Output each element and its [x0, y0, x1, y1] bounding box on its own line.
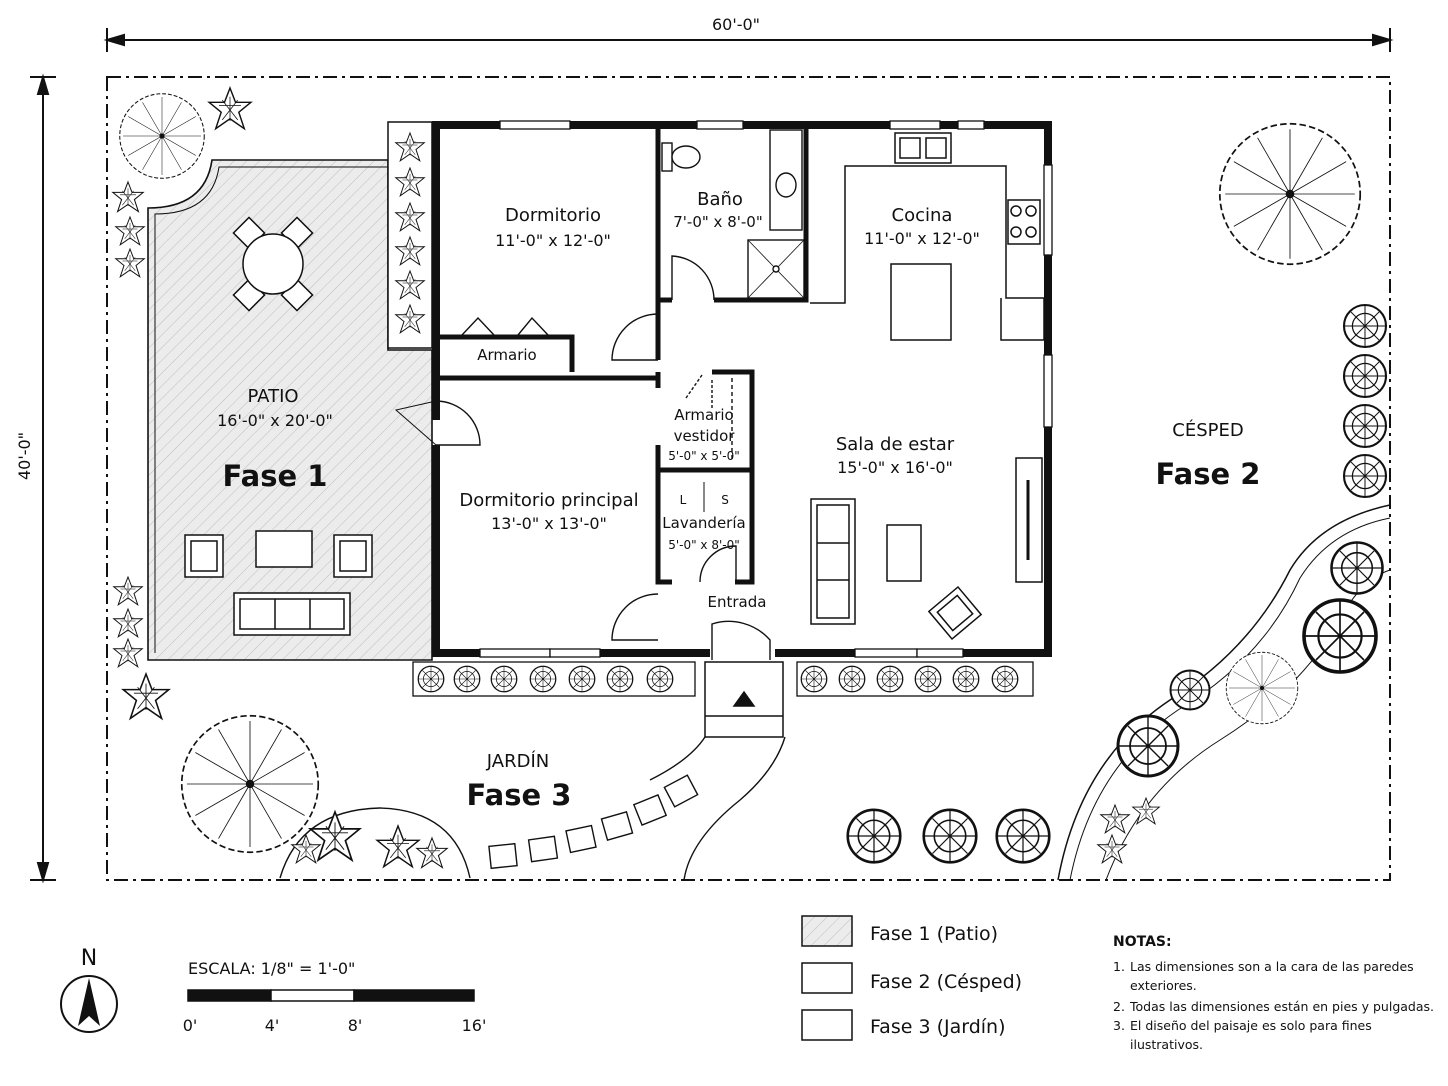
windows	[479, 120, 1053, 658]
legend: Fase 1 (Patio) Fase 2 (Césped) Fase 3 (J…	[801, 915, 1022, 1041]
room-size-dormitorio-principal: 13'-0" x 13'-0"	[491, 514, 607, 533]
room-size-armario-vestidor: 5'-0" x 5'-0"	[668, 449, 740, 463]
legend-label-fase1: Fase 1 (Patio)	[870, 923, 998, 945]
overall-height-dimension	[30, 73, 56, 884]
laundry-washer-letter: L	[680, 493, 687, 507]
stepping-stones	[488, 774, 699, 870]
lawn-curve-outer	[1057, 504, 1391, 881]
scale-tick-16: 16'	[462, 1016, 487, 1035]
scale-tick-4: 4'	[265, 1016, 280, 1035]
door-swings	[394, 255, 771, 660]
area-name-jardin: JARDÍN	[486, 750, 549, 772]
interior-walls	[436, 125, 809, 585]
legend-label-fase2: Fase 2 (Césped)	[870, 971, 1022, 993]
notes-title: NOTAS:	[1113, 934, 1172, 950]
garden-path-edge	[683, 736, 786, 881]
room-name-armario-vestidor-1: Armario	[674, 406, 733, 424]
legend-swatch-fase2	[801, 962, 853, 994]
patio-lounge-set	[184, 530, 373, 636]
note-1-line2: exteriores.	[1130, 978, 1197, 993]
patio-inner-edge	[154, 166, 388, 653]
overall-height-label: 40'-0"	[15, 432, 34, 480]
patio-dining-table	[232, 216, 314, 312]
area-phase-patio: Fase 1	[223, 459, 328, 493]
overall-width-dimension	[103, 28, 1394, 52]
room-size-lavanderia: 5'-0" x 8'-0"	[668, 538, 740, 552]
tree-top-left	[119, 93, 205, 179]
area-name-cesped: CÉSPED	[1172, 419, 1243, 441]
scale-tick-8: 8'	[348, 1016, 363, 1035]
scale-bar	[187, 989, 475, 1002]
entry-stoop	[704, 661, 784, 738]
legend-swatch-fase3	[801, 1009, 853, 1041]
laundry-dryer-letter: S	[721, 493, 729, 507]
legend-swatch-fase1	[801, 915, 853, 947]
front-planter-right	[796, 661, 1034, 697]
room-name-cocina: Cocina	[892, 205, 953, 226]
kitchen-counter	[810, 132, 1045, 341]
room-size-bano: 7'-0" x 8'-0"	[673, 213, 762, 231]
room-name-lavanderia: Lavandería	[662, 514, 745, 532]
north-label: N	[81, 946, 97, 971]
room-name-entrada: Entrada	[708, 593, 767, 611]
scale-label: ESCALA: 1/8" = 1'-0"	[188, 959, 355, 978]
area-phase-jardin: Fase 3	[467, 778, 572, 812]
room-name-dormitorio: Dormitorio	[505, 205, 601, 226]
shrubs-right	[846, 303, 1388, 864]
area-phase-cesped: Fase 2	[1156, 457, 1261, 491]
note-1-number: 1.	[1113, 959, 1125, 974]
living-room-furniture	[810, 457, 1043, 641]
tree-right-curve	[1225, 651, 1299, 725]
note-2-number: 2.	[1113, 999, 1125, 1014]
tree-bottom-left	[180, 714, 320, 854]
property-line	[106, 76, 1391, 881]
note-1-line1: Las dimensiones son a la cara de las par…	[1130, 959, 1414, 974]
note-3-number: 3.	[1113, 1018, 1125, 1033]
scale-tick-0: 0'	[183, 1016, 198, 1035]
garden-path-edge-2	[649, 736, 706, 781]
room-name-bano: Baño	[697, 189, 743, 210]
north-arrow-icon	[60, 975, 118, 1033]
bathroom-fixtures	[661, 129, 805, 299]
note-2-line1: Todas las dimensiones están en pies y pu…	[1129, 999, 1434, 1014]
room-size-dormitorio: 11'-0" x 12'-0"	[495, 231, 611, 250]
note-3-line2: ilustrativos.	[1130, 1037, 1203, 1052]
room-name-dormitorio-principal: Dormitorio principal	[459, 490, 638, 511]
front-planter-left	[412, 661, 696, 697]
room-name-sala: Sala de estar	[836, 434, 955, 455]
area-size-patio: 16'-0" x 20'-0"	[217, 411, 333, 430]
garden-bed	[279, 807, 471, 879]
tree-top-right	[1218, 122, 1362, 266]
room-size-cocina: 11'-0" x 12'-0"	[864, 229, 980, 248]
area-name-patio: PATIO	[247, 386, 298, 407]
room-size-sala: 15'-0" x 16'-0"	[837, 458, 953, 477]
notes: NOTAS: 1. Las dimensiones son a la cara …	[1113, 934, 1434, 1052]
room-name-armario: Armario	[477, 346, 536, 364]
room-name-armario-vestidor-2: vestidor	[674, 427, 736, 445]
note-3-line1: El diseño del paisaje es solo para fines	[1130, 1018, 1372, 1033]
overall-width-label: 60'-0"	[712, 15, 760, 34]
legend-label-fase3: Fase 3 (Jardín)	[870, 1016, 1006, 1038]
